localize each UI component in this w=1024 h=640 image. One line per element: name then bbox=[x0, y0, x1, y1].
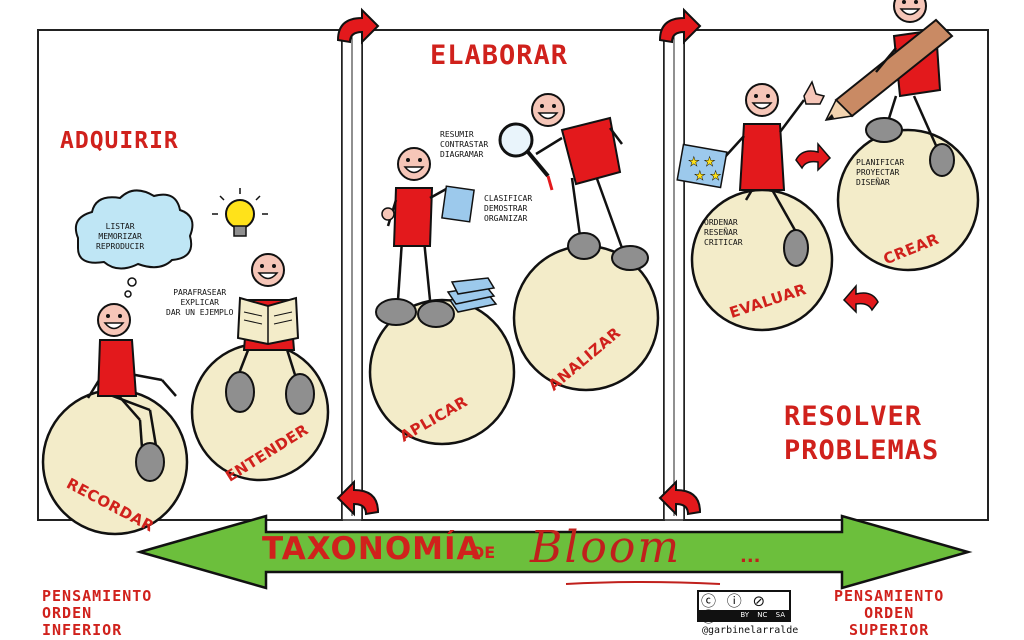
lightbulb-icon bbox=[212, 188, 268, 237]
sphere-aplicar bbox=[368, 298, 516, 446]
higher-line2: ORDEN bbox=[864, 604, 915, 622]
stage-adquirir-title: ADQUIRIR bbox=[60, 128, 179, 154]
verb-explicar: EXPLICAR bbox=[180, 298, 219, 307]
verb-memorizar: MEMORIZAR bbox=[98, 232, 142, 241]
lower-order-thinking: PENSAMIENTO ORDEN INFERIOR bbox=[42, 588, 152, 639]
verbs-aplicar: RESUMIR CONTRASTAR DIAGRAMAR bbox=[440, 130, 488, 160]
turn-arrow-evaluar bbox=[842, 283, 879, 314]
higher-order-thinking: PENSAMIENTO ORDEN SUPERIOR bbox=[834, 588, 944, 639]
verb-listar: LISTAR bbox=[105, 222, 135, 231]
cc-license-badge: ⓒ ⓘ ⊘ ⓢ BY NC SA bbox=[697, 590, 791, 625]
figure-crear bbox=[824, 0, 955, 177]
pencil-icon bbox=[824, 18, 954, 121]
verb-proyectar: PROYECTAR bbox=[856, 168, 900, 177]
verb-reproducir: REPRODUCIR bbox=[96, 242, 145, 251]
verb-diagramar: DIAGRAMAR bbox=[440, 150, 484, 159]
banner-dots: ... bbox=[740, 546, 761, 567]
lower-line2: ORDEN bbox=[42, 604, 93, 622]
verb-disenar: DISEÑAR bbox=[856, 178, 890, 187]
higher-line1: PENSAMIENTO bbox=[834, 587, 945, 605]
verbs-crear: PLANIFICAR PROYECTAR DISEÑAR bbox=[856, 158, 904, 188]
stage-elaborar-title: ELABORAR bbox=[430, 40, 569, 71]
figure-entender bbox=[225, 253, 315, 415]
banner-de: DE bbox=[471, 543, 496, 562]
figure-aplicar bbox=[375, 147, 475, 328]
stage-resolver-line1: RESOLVER bbox=[784, 401, 923, 432]
banner-taxonomia: TAXONOMÍA bbox=[262, 531, 482, 567]
stage-resolver-line2: PROBLEMAS bbox=[784, 435, 940, 466]
turn-arrow-crear bbox=[795, 141, 832, 172]
higher-line3: SUPERIOR bbox=[849, 621, 930, 639]
verb-contrastar: CONTRASTAR bbox=[440, 140, 489, 149]
verbs-entender: PARAFRASEAR EXPLICAR DAR UN EJEMPLO bbox=[166, 288, 233, 318]
figure-evaluar: ★ ★ ★ ★ bbox=[676, 80, 826, 267]
verb-resenar: RESEÑAR bbox=[704, 228, 738, 237]
banner-bloom: Bloom bbox=[530, 522, 682, 573]
lower-line3: INFERIOR bbox=[42, 621, 123, 639]
svg-text:★ ★: ★ ★ bbox=[688, 155, 715, 170]
verbs-analizar: CLASIFICAR DEMOSTRAR ORGANIZAR bbox=[484, 194, 532, 224]
verb-demostrar: DEMOSTRAR bbox=[484, 204, 528, 213]
verb-ordenar: ORDENAR bbox=[704, 218, 738, 227]
paper-stack-icon bbox=[446, 277, 498, 313]
author-credit: @garbinelarralde bbox=[702, 625, 799, 636]
verb-clasificar: CLASIFICAR bbox=[484, 194, 533, 203]
figure-analizar bbox=[498, 93, 649, 271]
verb-resumir: RESUMIR bbox=[440, 130, 474, 139]
verb-parafrasear: PARAFRASEAR bbox=[173, 288, 227, 297]
verbs-evaluar: ORDENAR RESEÑAR CRITICAR bbox=[704, 218, 743, 248]
figure-recordar bbox=[86, 303, 177, 482]
taxonomy-double-arrow bbox=[135, 514, 973, 590]
stage-resolver-title: RESOLVER PROBLEMAS bbox=[784, 400, 939, 468]
verb-dar-ejemplo: DAR UN EJEMPLO bbox=[166, 308, 234, 317]
lower-line1: PENSAMIENTO bbox=[42, 587, 153, 605]
verb-organizar: ORGANIZAR bbox=[484, 214, 528, 223]
thought-cloud bbox=[74, 189, 194, 270]
verbs-recordar: LISTAR MEMORIZAR REPRODUCIR bbox=[96, 222, 144, 252]
svg-text:★ ★: ★ ★ bbox=[694, 169, 721, 184]
verb-criticar: CRITICAR bbox=[704, 238, 743, 247]
verb-planificar: PLANIFICAR bbox=[856, 158, 905, 167]
cc-codes: BY NC SA bbox=[699, 610, 789, 621]
